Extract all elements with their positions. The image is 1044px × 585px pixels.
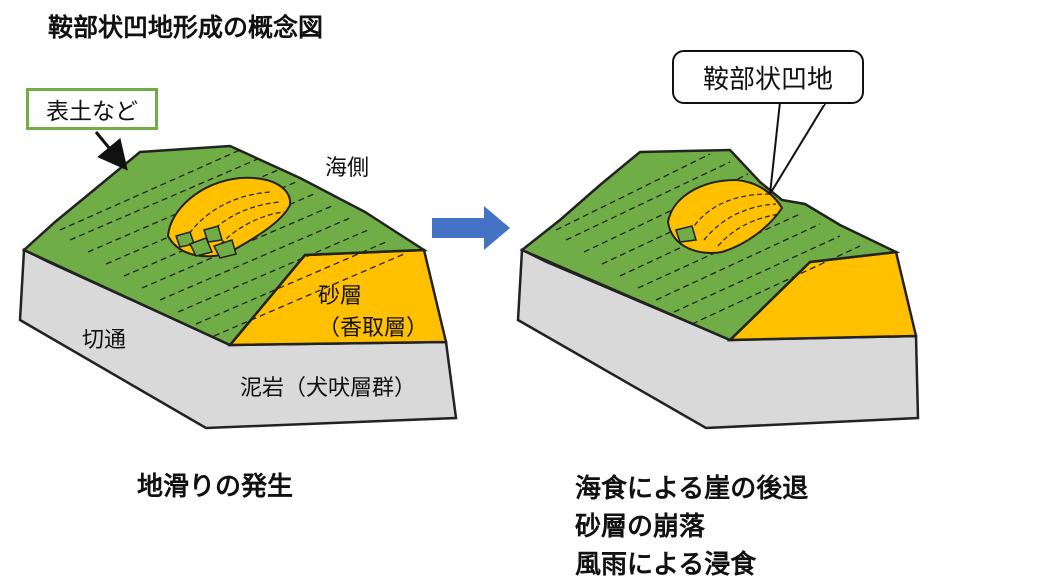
transition-arrow — [432, 206, 510, 250]
cutting-label: 切通 — [82, 328, 127, 353]
right-saddle-depression — [666, 178, 784, 254]
right-caption-line-3: 風雨による浸食 — [575, 550, 757, 580]
sea-side-label: 海側 — [325, 156, 370, 181]
left-landslide-scar — [166, 176, 292, 258]
right-block — [516, 148, 920, 430]
diagram-title: 鞍部状凹地形成の概念図 — [48, 13, 324, 42]
callout-tail — [769, 101, 827, 195]
topsoil-label: 表土など — [26, 88, 158, 130]
mudstone-label: 泥岩（犬吠層群） — [240, 376, 417, 401]
left-boulders — [175, 225, 237, 259]
right-caption-line-2: 砂層の崩落 — [575, 512, 706, 542]
sand-layer-label: 砂層 — [318, 284, 363, 309]
sand-layer-name-label: （香取層） — [318, 316, 429, 341]
saddle-callout: 鞍部状凹地 — [672, 50, 864, 104]
left-caption: 地滑りの発生 — [137, 472, 294, 502]
topsoil-pointer — [94, 131, 128, 171]
left-block — [18, 144, 458, 430]
right-caption-line-1: 海食による崖の後退 — [575, 474, 809, 504]
